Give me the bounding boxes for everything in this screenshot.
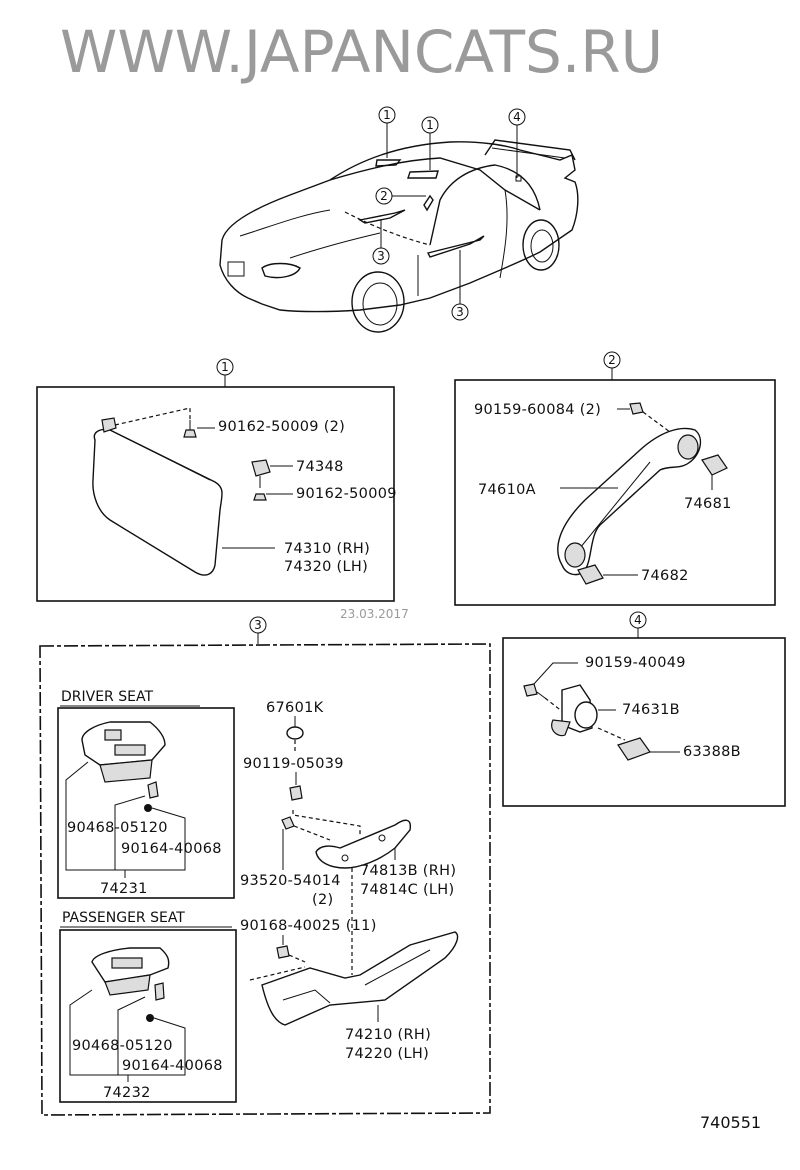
part-label: (2) (312, 892, 333, 908)
part-label: 90164-40068 (122, 1058, 223, 1074)
part-label: 90159-60084 (2) (474, 402, 601, 418)
svg-text:1: 1 (383, 108, 391, 122)
figure-number: 740551 (700, 1113, 761, 1132)
group-4-lock: 4 90159-40049 74631B 63388B (502, 611, 786, 807)
passenger-seat-subgroup: PASSENGER SEAT 90468-05120 90164-40068 7… (59, 910, 237, 1103)
part-label: 90164-40068 (121, 841, 222, 857)
part-label: 63388B (683, 744, 741, 760)
svg-text:3: 3 (254, 618, 262, 632)
part-label: 90468-05120 (72, 1038, 173, 1054)
part-label: 74210 (RH) (345, 1027, 431, 1043)
callout-1a: 1 (378, 106, 396, 158)
overview-callouts: 1 1 2 3 3 4 (372, 106, 526, 321)
armrest-parts: 67601K 90119-05039 93520-54014 (2) 74813… (240, 700, 459, 1062)
part-label: 93520-54014 (240, 873, 341, 889)
subgroup-title: DRIVER SEAT (61, 689, 153, 705)
part-label: 74231 (100, 881, 148, 897)
svg-text:4: 4 (513, 110, 521, 124)
callout-1b: 1 (421, 116, 439, 170)
watermark: WWW.JAPANCATS.RU 23.03.2017 (60, 18, 663, 621)
part-label: 74348 (296, 459, 344, 475)
part-label: 90162-50009 (296, 486, 397, 502)
watermark-date: 23.03.2017 (340, 607, 409, 621)
part-label: 90168-40025 (11) (240, 918, 377, 934)
subgroup-title: PASSENGER SEAT (62, 910, 185, 926)
part-label: 74681 (684, 496, 732, 512)
part-label: 74610A (478, 482, 536, 498)
svg-text:2: 2 (608, 353, 616, 367)
watermark-text: WWW.JAPANCATS.RU (60, 18, 663, 86)
callout-3b: 3 (451, 250, 469, 321)
group-2-assist-grip: 2 90159-60084 (2) 74610A 74681 74682 (454, 351, 776, 606)
part-label: 67601K (266, 700, 324, 716)
part-label: 74220 (LH) (345, 1046, 429, 1062)
callout-3a: 3 (372, 220, 390, 265)
callout-4: 4 (508, 108, 526, 178)
part-label: 74320 (LH) (284, 559, 368, 575)
car-overview (219, 139, 579, 333)
part-label: 90162-50009 (2) (218, 419, 345, 435)
part-label: 74310 (RH) (284, 541, 370, 557)
svg-text:2: 2 (380, 189, 388, 203)
part-label: 90119-05039 (243, 756, 344, 772)
svg-text:4: 4 (634, 613, 642, 627)
callout-2: 2 (375, 187, 426, 205)
svg-text:1: 1 (221, 360, 229, 374)
part-label: 74232 (103, 1085, 151, 1101)
part-label: 74631B (622, 702, 680, 718)
driver-seat-subgroup: DRIVER SEAT 90468-05120 90164-40068 7423… (57, 689, 235, 899)
part-label: 74682 (641, 568, 689, 584)
part-label: 74814C (LH) (360, 882, 454, 898)
part-label: 90468-05120 (67, 820, 168, 836)
svg-text:1: 1 (426, 118, 434, 132)
svg-text:3: 3 (456, 305, 464, 319)
part-label: 74813B (RH) (360, 863, 456, 879)
svg-text:3: 3 (377, 249, 385, 263)
part-label: 90159-40049 (585, 655, 686, 671)
group-1-sun-visor: 1 90162-50009 (2) 74348 90162-50009 7431… (36, 358, 397, 602)
group-3-armrest: 3 DRIVER SEAT 90468-05120 90164-40068 74… (39, 616, 491, 1116)
